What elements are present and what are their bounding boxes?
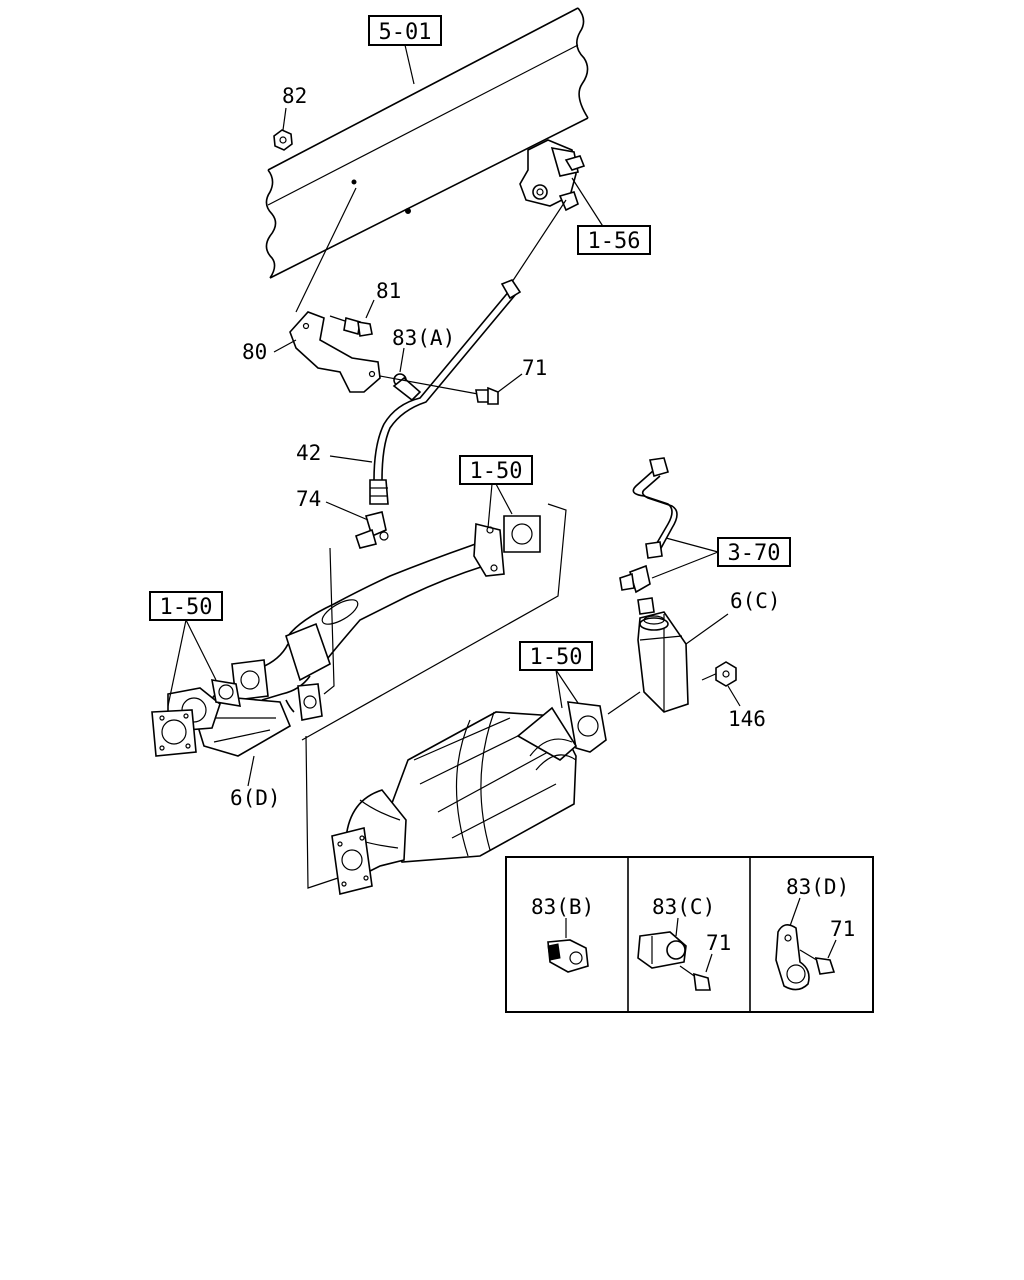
ref-1-50-lower-text: 1-50	[530, 645, 583, 670]
inset-panel	[505, 856, 874, 1013]
clamp-83a	[392, 373, 422, 402]
ref-1-56-text: 1-56	[588, 229, 641, 254]
label-6d: 6(D)	[230, 786, 281, 810]
ref-3-70-text: 3-70	[728, 541, 781, 566]
ref-3-70-box[interactable]: 3-70	[717, 537, 791, 567]
inset-label-83c: 83(C)	[652, 895, 715, 919]
label-82: 82	[282, 84, 307, 108]
ref-1-50-left-text: 1-50	[160, 595, 213, 620]
label-81: 81	[376, 279, 401, 303]
bolt-81	[329, 315, 373, 337]
inset-label-71-c: 71	[706, 931, 731, 955]
inset-label-71-d: 71	[830, 917, 855, 941]
nut-146	[715, 661, 737, 687]
label-80: 80	[242, 340, 267, 364]
inset-label-83d: 83(D)	[786, 875, 849, 899]
ref-5-01-box[interactable]: 5-01	[368, 15, 442, 46]
inset-label-83b: 83(B)	[531, 895, 594, 919]
bolt-71-c	[679, 965, 711, 991]
clamp-83d	[775, 924, 810, 991]
bolt-71-upper	[475, 386, 499, 405]
label-6c: 6(C)	[730, 589, 781, 613]
ref-5-01-text: 5-01	[379, 20, 432, 45]
ref-1-56-box[interactable]: 1-56	[577, 225, 651, 255]
label-146: 146	[728, 707, 766, 731]
ref-1-50-lower-box[interactable]: 1-50	[519, 641, 593, 671]
bolt-71-d	[799, 949, 836, 975]
elbow-fitting-74	[354, 511, 389, 549]
frame-rail	[265, 7, 589, 279]
front-exhaust-pipe	[231, 515, 541, 721]
ref-1-50-top-box[interactable]: 1-50	[459, 455, 533, 485]
nut-82	[273, 129, 293, 151]
label-42: 42	[296, 441, 321, 465]
label-74: 74	[296, 487, 321, 511]
dpf-converter	[331, 701, 607, 895]
ref-1-50-left-box[interactable]: 1-50	[149, 591, 223, 621]
pressure-pipe-42	[369, 279, 522, 505]
ref-1-50-top-text: 1-50	[470, 459, 523, 484]
clip-83b	[547, 939, 589, 973]
exhaust-outlet-6d	[151, 679, 292, 757]
label-71-upper: 71	[522, 356, 547, 380]
bracket-80	[289, 311, 381, 393]
pressure-pipe-3-70	[619, 457, 678, 615]
sensor-housing-6c	[637, 611, 689, 713]
pressure-sensor	[519, 139, 586, 212]
clamp-83c	[637, 931, 687, 969]
label-83a: 83(A)	[392, 326, 455, 350]
